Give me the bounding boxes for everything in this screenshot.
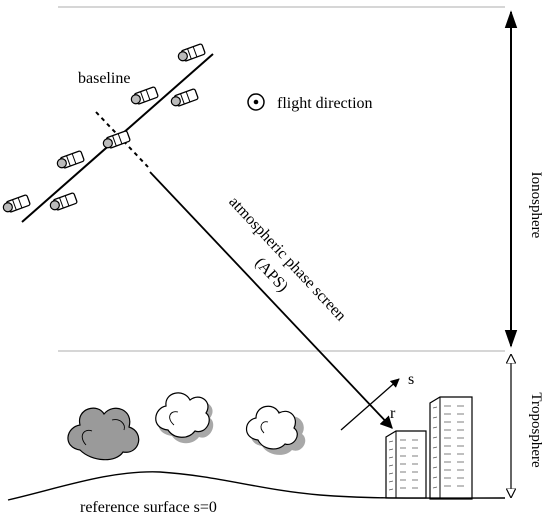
aps-label-line1: atmospheric phase screen xyxy=(225,193,349,324)
baseline-label: baseline xyxy=(78,70,130,87)
tree-icon xyxy=(245,405,306,455)
troposphere-label: Troposphere xyxy=(528,392,544,468)
s-axis-label: s xyxy=(408,371,414,388)
tree-icon xyxy=(155,392,214,444)
reference-surface-label: reference surface s=0 xyxy=(80,499,217,516)
building-icon xyxy=(385,430,427,499)
building-icon xyxy=(429,396,473,500)
r-axis-label: r xyxy=(390,405,396,422)
flight-direction-label: flight direction xyxy=(277,95,373,112)
satellite-icon xyxy=(56,150,85,169)
tree-icon xyxy=(67,407,140,461)
satellite-icon xyxy=(170,88,199,107)
ionosphere-label: Ionosphere xyxy=(528,172,544,239)
satellite-icon xyxy=(130,86,159,105)
line-of-sight-arrow xyxy=(149,171,393,429)
out-of-page-direction-icon xyxy=(247,93,265,111)
reference-surface-curve xyxy=(7,471,506,501)
satellite-icon xyxy=(49,192,78,211)
satellite-icon xyxy=(102,130,131,149)
satellite-icon xyxy=(177,43,206,62)
s-axis-arrow xyxy=(340,378,400,431)
satellite-icon xyxy=(2,194,31,213)
